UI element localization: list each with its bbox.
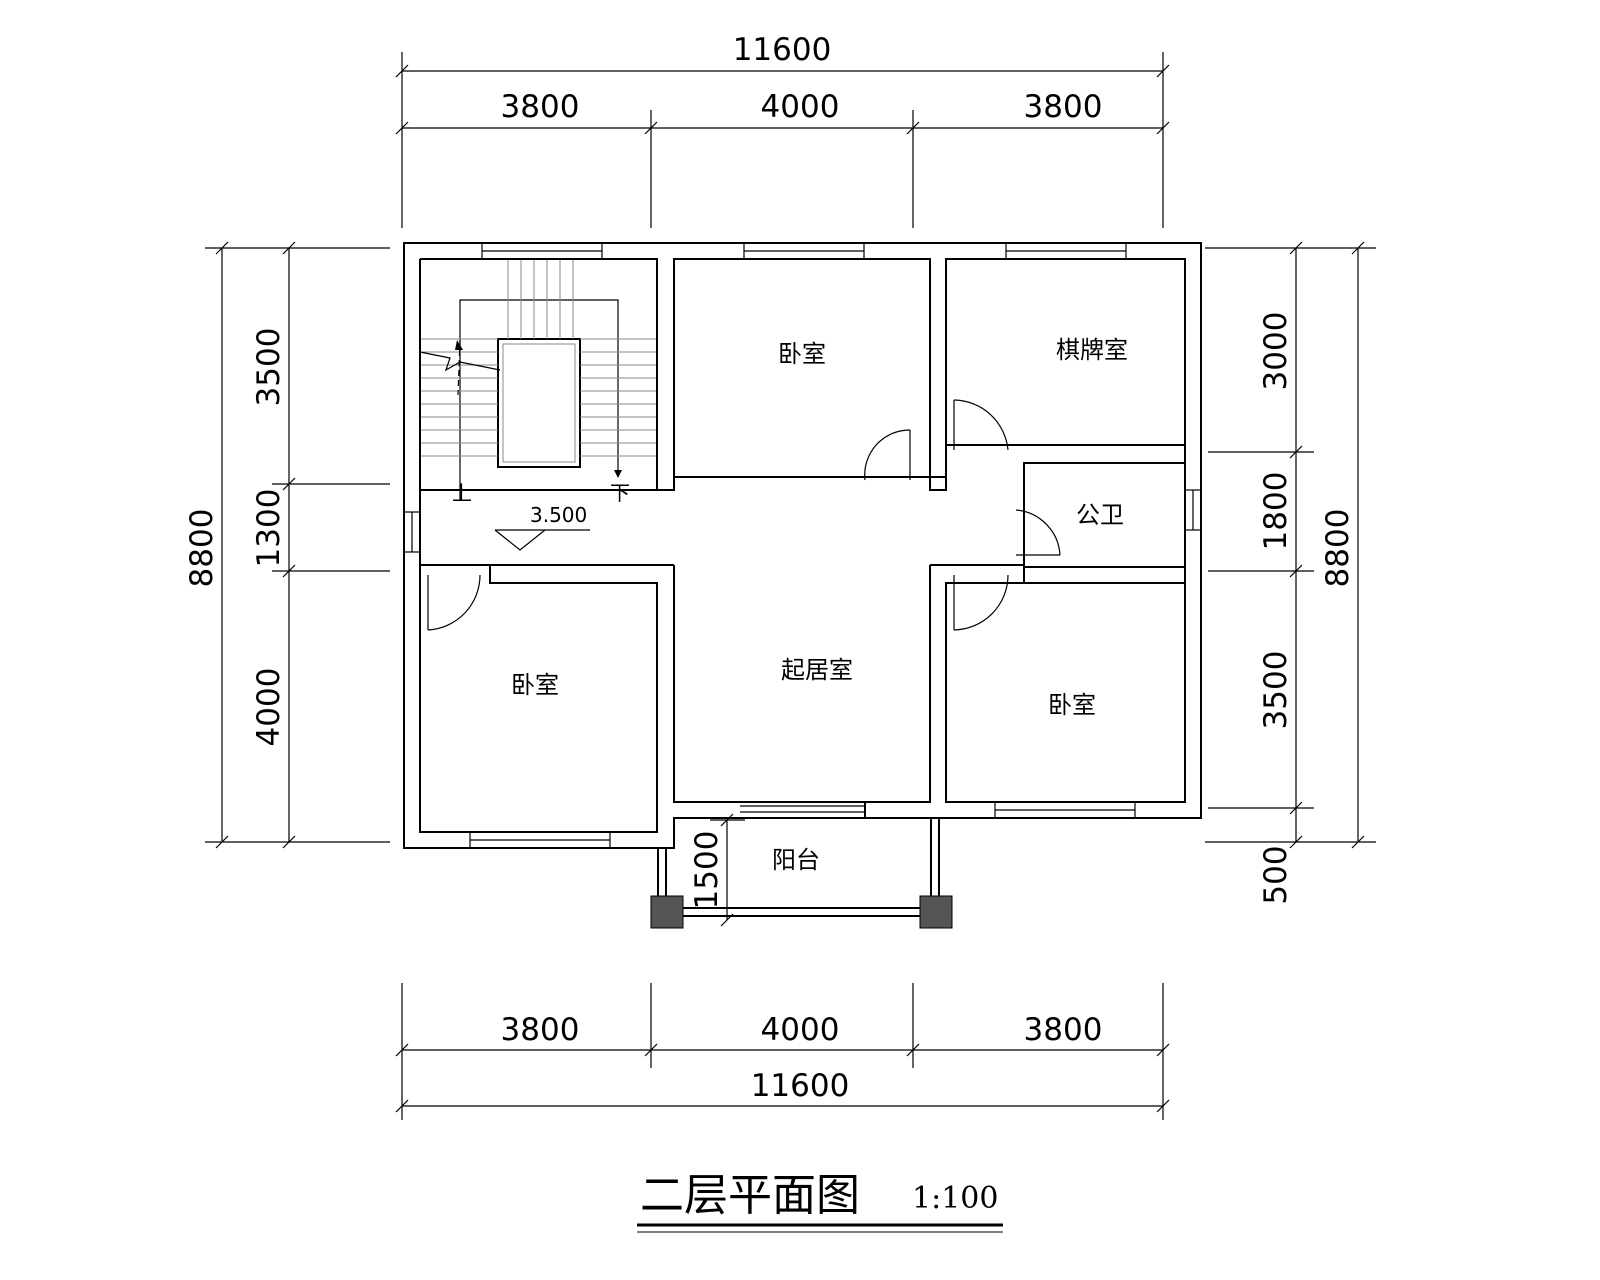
- staircase: [419, 260, 656, 500]
- elevation-marker: [494, 529, 590, 551]
- stair-up-label: 上: [452, 481, 472, 505]
- left-dimension-2: 1300: [251, 489, 287, 568]
- stair-down-label: 下: [610, 481, 630, 505]
- bottom-total-dimension: 11600: [751, 1068, 850, 1104]
- top-dimension-2: 4000: [761, 89, 840, 125]
- room-label-chess-room: 棋牌室: [1056, 336, 1128, 364]
- windows: [403, 242, 1202, 849]
- balcony-depth-dimension: 1500: [689, 831, 725, 910]
- bottom-dimension-2: 4000: [761, 1012, 840, 1048]
- balcony-column-right: [919, 895, 953, 929]
- right-dimension-1: 3000: [1258, 312, 1294, 391]
- left-dimension-1: 3500: [251, 328, 287, 407]
- left-dimension-3: 4000: [251, 668, 287, 747]
- doors: [427, 399, 1061, 631]
- room-label-bedroom-right: 卧室: [1048, 691, 1096, 719]
- bottom-dimension-3: 3800: [1024, 1012, 1103, 1048]
- right-dimension-3: 3500: [1258, 651, 1294, 730]
- dimension-lines: [205, 52, 1376, 1120]
- room-label-living-room: 起居室: [781, 656, 853, 684]
- room-label-bedroom-left: 卧室: [511, 671, 559, 699]
- top-dimension-1: 3800: [501, 89, 580, 125]
- elevation-value: 3.500: [530, 503, 587, 527]
- room-label-bedroom-top: 卧室: [778, 340, 826, 368]
- room-label-public-wc: 公卫: [1076, 501, 1124, 529]
- bottom-dimension-1: 3800: [501, 1012, 580, 1048]
- walls: [403, 242, 1202, 849]
- right-total-dimension: 8800: [1320, 509, 1356, 588]
- balcony: [657, 818, 940, 917]
- right-dimension-4: 500: [1258, 845, 1294, 904]
- drawing-title: 二层平面图: [640, 1170, 860, 1221]
- top-total-dimension: 11600: [733, 32, 832, 68]
- right-dimension-2: 1800: [1258, 472, 1294, 551]
- room-label-balcony: 阳台: [772, 846, 820, 874]
- top-dimension-3: 3800: [1024, 89, 1103, 125]
- drawing-scale: 1:100: [912, 1181, 998, 1216]
- balcony-column-left: [650, 895, 684, 929]
- left-total-dimension: 8800: [184, 509, 220, 588]
